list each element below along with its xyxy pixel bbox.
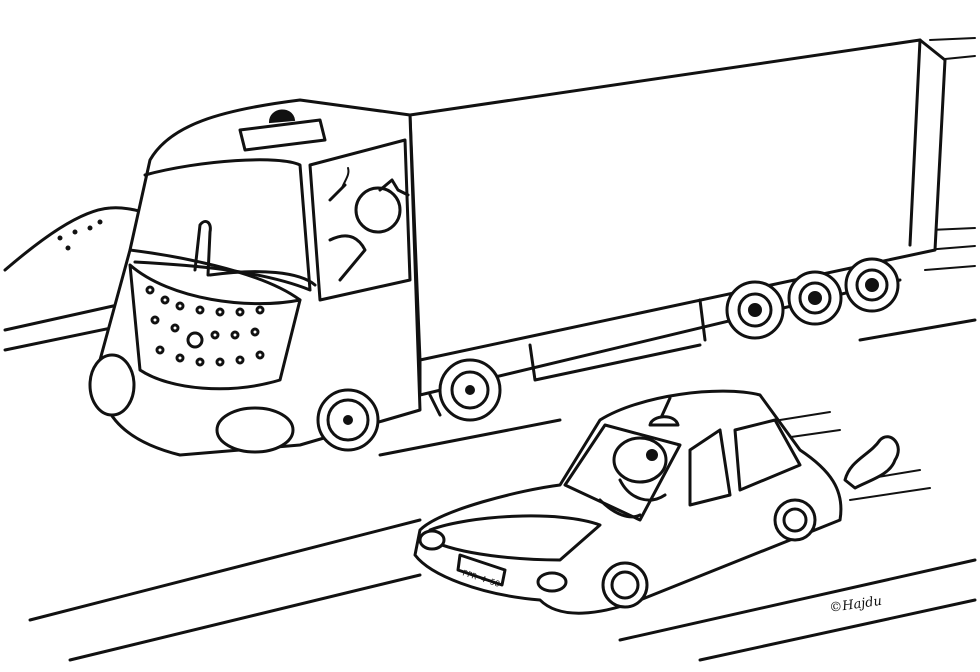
car-front-wheel xyxy=(601,561,649,609)
car-driver xyxy=(598,436,668,519)
car-left-headlight xyxy=(418,529,446,551)
car-right-headlight xyxy=(536,571,568,593)
grille-dots xyxy=(145,285,265,367)
truck-rear-wheels xyxy=(438,257,900,422)
truck-cab xyxy=(88,98,422,457)
road xyxy=(3,37,977,662)
left-headlight xyxy=(88,353,136,417)
exhaust-puff xyxy=(843,435,900,490)
car: PPR 4-58 xyxy=(413,389,900,615)
truck-driver xyxy=(193,167,410,287)
truck-trailer xyxy=(408,38,947,417)
car-rear-wheel xyxy=(773,498,817,542)
artist-signature: ©Hajdu xyxy=(828,594,882,616)
right-headlight xyxy=(215,406,295,454)
